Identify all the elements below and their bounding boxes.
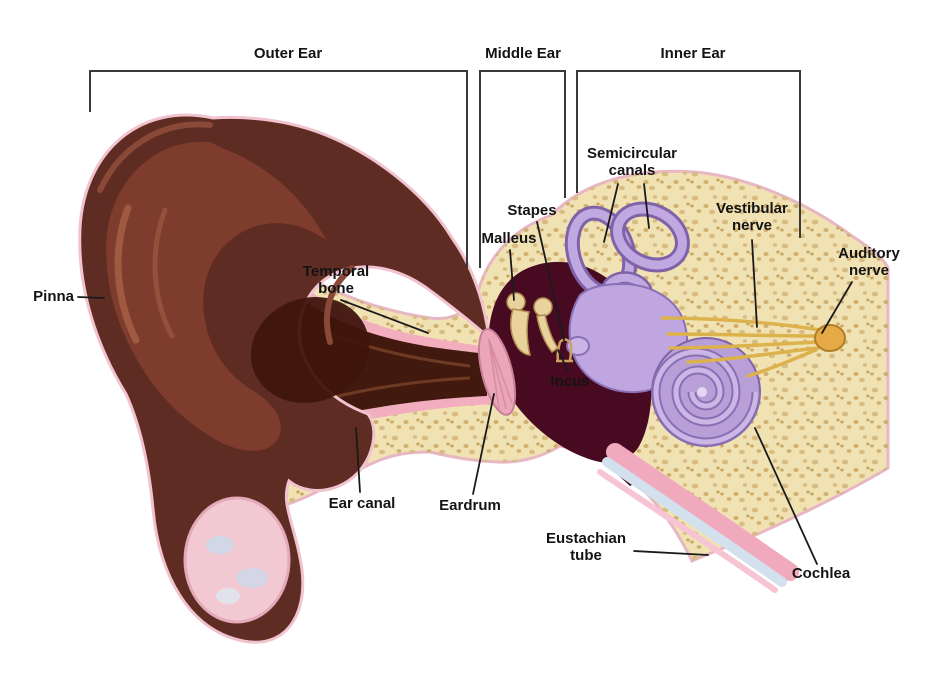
leader-pinna — [77, 296, 105, 299]
eustachian-tube-inner — [597, 469, 778, 593]
antihelix-highlight — [152, 207, 175, 339]
eardrum-illustration — [477, 328, 517, 416]
malleus-handle — [509, 308, 531, 356]
auditory-nerve-trunk — [814, 324, 846, 352]
label-stapes: Stapes — [507, 202, 557, 219]
earlobe-marbling-1 — [206, 536, 234, 554]
cochlea-apex — [697, 387, 707, 397]
inner-ear-bracket — [576, 70, 801, 238]
leader-vestibular-nerve — [751, 239, 758, 328]
leader-auditory-nerve — [821, 281, 853, 334]
label-pinna: Pinna — [33, 288, 74, 305]
label-eardrum: Eardrum — [439, 497, 501, 514]
oval-window — [566, 336, 590, 356]
leader-stapes — [536, 221, 565, 341]
leader-semicircular-1 — [603, 183, 619, 243]
ossicles-illustration — [506, 292, 573, 363]
tragus-highlight — [324, 265, 355, 345]
eustachian-tube-cartilage — [602, 457, 787, 587]
vestibular-nerve-fiber-3 — [668, 340, 822, 350]
label-temporal-bone: Temporal bone — [302, 263, 370, 297]
malleus-head — [506, 292, 526, 312]
earlobe-marbling-2 — [236, 568, 268, 588]
region-brackets — [89, 70, 801, 268]
vestibular-nerve-fiber-2 — [666, 332, 824, 338]
label-cochlea: Cochlea — [791, 565, 851, 582]
vestibular-nerve-fiber-4 — [686, 346, 820, 364]
leader-temporal-bone — [340, 299, 429, 334]
leader-lines — [77, 183, 853, 565]
cochlea-spiral — [653, 349, 759, 445]
region-label-outer-ear: Outer Ear — [253, 45, 323, 62]
leader-semicircular-2 — [643, 183, 650, 229]
incus-crus — [536, 314, 560, 354]
leader-malleus — [509, 249, 515, 301]
region-label-inner-ear: Inner Ear — [660, 45, 726, 62]
leader-cochlea — [754, 427, 818, 565]
label-malleus: Malleus — [481, 230, 537, 247]
region-label-middle-ear: Middle Ear — [485, 45, 561, 62]
earlobe-marbling-3 — [216, 588, 240, 604]
vestibular-nerve-fiber-1 — [660, 316, 822, 332]
inner-ear-illustration — [564, 201, 761, 447]
label-auditory-nerve: Auditory nerve — [838, 245, 900, 279]
leader-eustachian-tube — [633, 550, 709, 556]
eustachian-tube-illustration — [597, 443, 799, 593]
pinna-illustration — [78, 113, 492, 644]
outer-ear-bracket — [89, 70, 468, 268]
label-vestibular-nerve: Vestibular nerve — [716, 200, 788, 234]
eardrum-striations — [488, 338, 513, 410]
eustachian-tube-outer — [606, 443, 799, 581]
nerves-illustration — [660, 316, 846, 378]
label-incus: Incus — [550, 373, 590, 390]
label-semicircular-canals: Semicircular canals — [586, 145, 678, 179]
cochlea-illustration — [651, 337, 761, 447]
label-ear-canal: Ear canal — [328, 495, 396, 512]
leader-ear-canal — [355, 427, 361, 493]
superior-canal — [613, 204, 687, 270]
cochlear-nerve-fiber — [746, 348, 818, 378]
concha-shadow — [250, 297, 370, 403]
leader-incus — [557, 349, 569, 372]
label-eustachian-tube: Eustachian tube — [545, 530, 627, 564]
leader-eardrum — [472, 393, 495, 495]
middle-ear-bracket — [479, 70, 566, 268]
earlobe-interior — [183, 496, 291, 624]
helix-rim-highlight — [97, 121, 213, 193]
stapes-bone — [556, 338, 573, 363]
helix-highlight — [114, 204, 140, 344]
incus-body — [533, 297, 553, 317]
